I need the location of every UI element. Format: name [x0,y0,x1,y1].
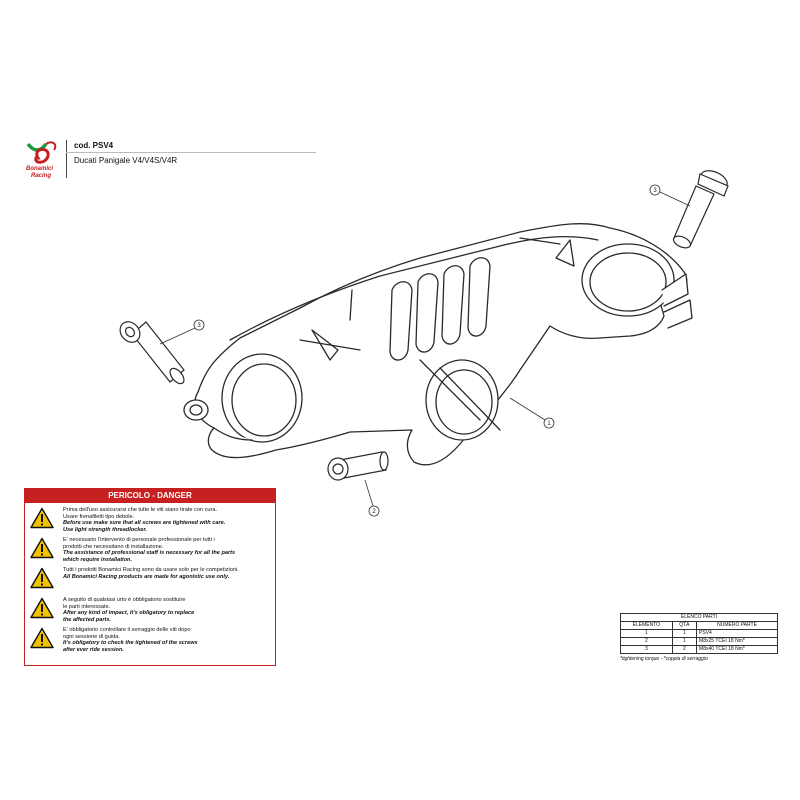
table-row: 2 1 M8x25 TCEI 18 Nm* [620,637,778,646]
center-slot [467,257,491,337]
danger-text-en: which require installation. [63,556,133,563]
header-rule [66,152,316,153]
document-header: Bonamici Racing cod. PSV4 Ducati Panigal… [22,138,322,182]
danger-text-it: Tutti i prodotti Bonamici Racing sono da… [63,567,239,573]
danger-text-it: Prima dell'uso assicurarsi che tutte le … [63,507,218,513]
clamp-body [194,222,688,466]
danger-text-en: The assistance of professional staff is … [63,550,236,557]
parts-header: NUMERO PARTE [696,621,778,630]
danger-text-en: the affected parts. [63,616,112,623]
danger-text-en: Before use make sure that all screws are… [63,520,226,527]
parts-table: ELENCO PARTI ELEMENTO QTÀ NUMERO PARTE 1… [620,613,778,654]
product-model: Ducati Panigale V4/V4S/V4R [74,156,178,165]
parts-header: ELEMENTO [620,621,673,630]
danger-text: E' necessario l'intervento di personale … [63,537,235,563]
danger-text: A seguito di qualsiasi urto è obbligator… [63,597,194,623]
bolt-2 [327,451,389,481]
bonamici-logo-icon: Bonamici Racing [26,141,57,179]
callout-label: 3 [197,323,201,329]
danger-row: Prima dell'uso assicurarsi che tutte le … [25,507,275,533]
torque-note: *tightening torque - *coppia di serraggi… [620,656,708,662]
danger-text: Prima dell'uso assicurarsi che tutte le … [63,507,225,533]
bolt-3-top [672,170,729,249]
danger-row: E' obbligatorio controllare il serraggio… [25,627,275,653]
brand-name-line1: Bonamici [26,166,53,172]
header-divider [66,140,67,178]
danger-row: Tutti i prodotti Bonamici Racing sono da… [25,567,275,593]
callout-label: 3 [653,188,657,194]
product-code: cod. PSV4 [74,141,114,150]
danger-row: E' necessario l'intervento di personale … [25,537,275,563]
danger-text: E' obbligatorio controllare il serraggio… [63,627,198,653]
center-slot [441,265,465,345]
parts-list: ELENCO PARTI ELEMENTO QTÀ NUMERO PARTE 1… [620,613,778,662]
warning-triangle-icon [30,597,54,619]
part-element: 3 [620,645,673,654]
part-number: M8x40 TCEI 18 Nm* [696,645,778,654]
danger-text: Tutti i prodotti Bonamici Racing sono da… [63,567,239,580]
warning-triangle-icon [30,507,54,529]
danger-text-en: After any kind of impact, it's obligator… [63,610,195,617]
danger-text-en: after ever ride session. [63,646,124,653]
center-slot [389,281,413,361]
part-element: 1 [620,629,673,638]
warning-triangle-icon [30,567,54,589]
bolt-3-left [119,321,185,385]
danger-text-it: ogni sessione di guida. [63,633,120,640]
part-qty: 1 [671,637,698,646]
part-element: 2 [620,637,673,646]
warning-triangle-icon [30,537,54,559]
callout-label: 2 [372,509,376,515]
part-number: PSV4 [696,629,778,638]
part-number: M8x25 TCEI 18 Nm* [696,637,778,646]
danger-text-it: prodotti che necessitano di installazion… [63,543,164,550]
brand-name-line2: Racing [31,173,51,179]
part-qty: 1 [671,629,698,638]
danger-text-en: Use light strength threadlocker. [63,526,147,533]
danger-text-it: E' obbligatorio controllare il serraggio… [63,627,191,633]
danger-text-it: Usare frenafiletti tipo debole. [63,513,135,520]
danger-text-it: A seguito di qualsiasi urto è obbligator… [63,597,186,603]
danger-row: A seguito di qualsiasi urto è obbligator… [25,597,275,623]
danger-title: PERICOLO - DANGER [25,489,275,503]
parts-header: QTÀ [671,621,698,630]
danger-text-en: It's obligatory to check the tightened o… [63,640,198,647]
part-qty: 2 [671,645,698,654]
warning-triangle-icon [30,627,54,649]
danger-warning-panel: PERICOLO - DANGER Prima dell'uso assicur… [24,488,276,666]
callout-label: 1 [547,421,551,427]
danger-text-it: le parti interessate. [63,603,111,610]
danger-text-it: E' necessario l'intervento di personale … [63,537,215,543]
table-row: 3 2 M8x40 TCEI 18 Nm* [620,645,778,654]
center-slot [415,273,439,353]
table-row: 1 1 PSV4 [620,629,778,638]
parts-title: ELENCO PARTI [620,613,778,622]
danger-text-en: All Bonamici Racing products are made fo… [63,573,230,580]
